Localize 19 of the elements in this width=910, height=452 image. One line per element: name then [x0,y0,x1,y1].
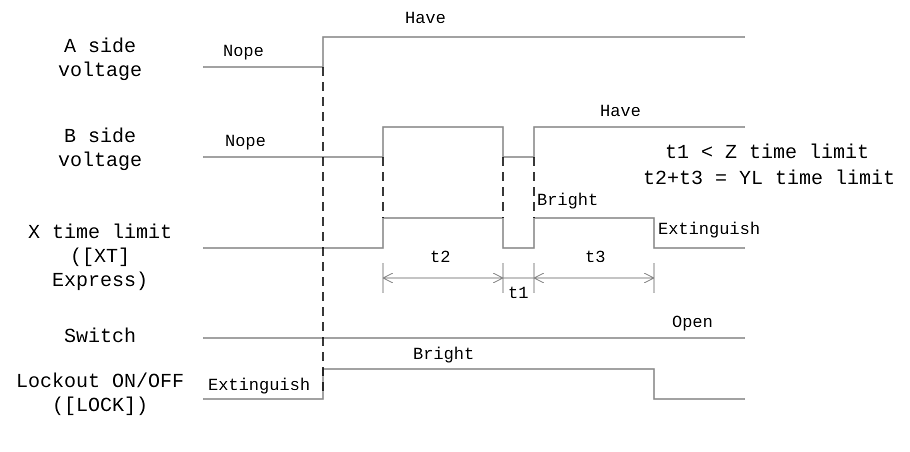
time-label: t2 [430,249,450,270]
state-label: Nope [225,133,266,154]
state-label: Have [405,10,446,30]
state-label: Nope [223,43,264,64]
signal-name: Lockout ON/OFF ([LOCK]) [14,371,186,419]
time-label: t3 [585,249,606,270]
signal-name: B side voltage [56,126,143,174]
signal-name: Switch [62,326,137,350]
note: t2+t3 = YL time limit [643,168,896,192]
note: t1 < Z time limit [665,142,870,166]
state-label: Bright [537,192,598,212]
time-label: t1 [508,285,528,306]
state-label: Have [600,103,641,124]
signal-name: X time limit ([XT] Express) [26,222,174,294]
state-label: Open [672,314,713,334]
state-label: Extinguish [658,221,760,242]
state-label: Extinguish [208,377,310,398]
signal-name: A side voltage [56,36,143,84]
state-label: Bright [413,346,474,366]
